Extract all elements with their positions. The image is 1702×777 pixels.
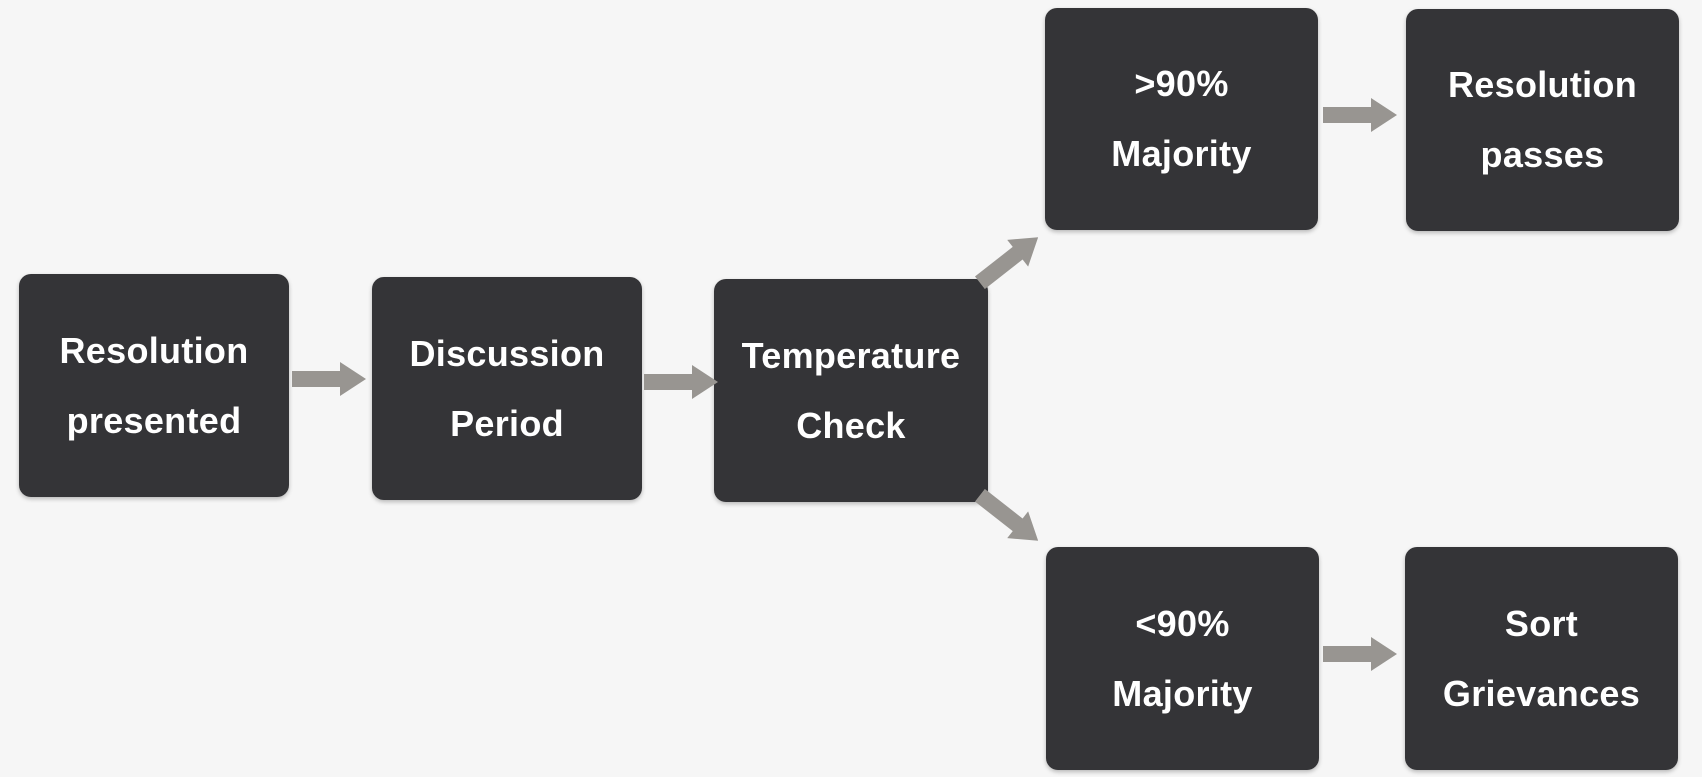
node-resolution-passes: Resolution passes: [1406, 9, 1679, 231]
node-label: Resolution passes: [1448, 64, 1637, 175]
arrow-down-right-icon: [969, 482, 1048, 554]
node-label: Resolution presented: [59, 329, 249, 441]
node-temperature-check: Temperature Check: [714, 279, 988, 502]
node-label: <90% Majority: [1112, 602, 1253, 714]
node-below-90-majority: <90% Majority: [1046, 547, 1319, 770]
arrow-right-icon: [292, 362, 366, 396]
arrow-right-icon: [1323, 98, 1397, 132]
node-label: Temperature Check: [741, 334, 961, 446]
arrow-right-icon: [644, 365, 718, 399]
node-sort-grievances: Sort Grievances: [1405, 547, 1678, 770]
node-above-90-majority: >90% Majority: [1045, 8, 1318, 230]
node-label: Sort Grievances: [1442, 602, 1641, 714]
node-discussion-period: Discussion Period: [372, 277, 642, 500]
node-label: Discussion Period: [409, 332, 605, 444]
arrow-right-icon: [1323, 637, 1397, 671]
node-resolution-presented: Resolution presented: [19, 274, 289, 497]
node-label: >90% Majority: [1111, 63, 1252, 174]
arrow-up-right-icon: [969, 224, 1048, 296]
